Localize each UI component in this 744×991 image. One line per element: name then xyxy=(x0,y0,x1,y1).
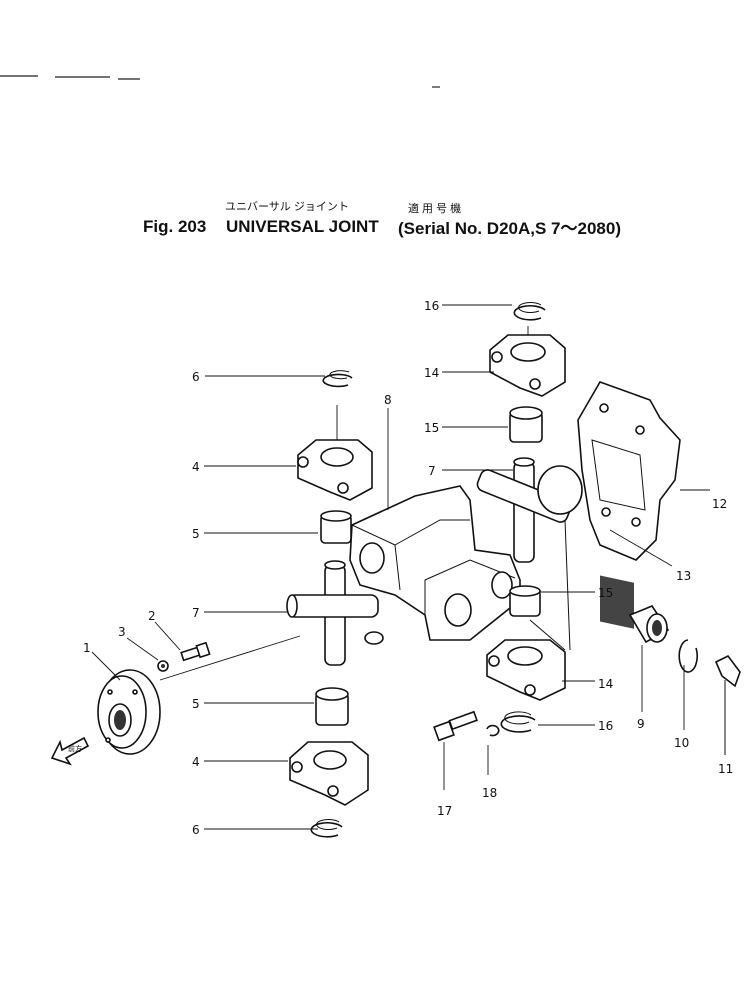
part-number-3: 3 xyxy=(118,625,126,639)
part-number-7-left: 7 xyxy=(192,606,200,620)
bearing-cup-5-top xyxy=(320,510,352,544)
part-number-labels: 1 2 3 4 4 5 5 6 6 7 7 8 9 10 11 12 13 14… xyxy=(83,299,733,837)
part-number-2: 2 xyxy=(148,609,156,623)
part-number-5-bottom: 5 xyxy=(192,697,200,711)
part-number-9: 9 xyxy=(637,717,645,731)
part-number-5-top: 5 xyxy=(192,527,200,541)
part-number-1: 1 xyxy=(83,641,91,655)
part-number-10: 10 xyxy=(674,736,689,750)
seal-13 xyxy=(529,465,583,651)
bolt-17 xyxy=(433,710,478,742)
japanese-applicable: 適 用 号 機 xyxy=(408,201,461,215)
part-number-6-top: 6 xyxy=(192,370,200,384)
housing-12 xyxy=(577,381,681,629)
flange-1 xyxy=(97,669,161,755)
bearing-cap-14-bottom xyxy=(486,639,566,701)
washer-3 xyxy=(157,660,169,672)
bearing-cap-4-bottom xyxy=(289,741,369,806)
lock-washer-18 xyxy=(486,724,500,737)
bearing-cup-5-bottom xyxy=(315,687,349,726)
snap-ring-10 xyxy=(678,639,698,673)
part-number-17: 17 xyxy=(437,804,452,818)
figure-title: UNIVERSAL JOINT xyxy=(226,217,379,236)
leader-lines xyxy=(91,304,710,830)
snap-ring-16-bottom xyxy=(500,711,536,733)
part-number-7-right: 7 xyxy=(428,464,436,478)
figure-number: Fig. 203 xyxy=(143,217,206,236)
grease-fitting-11 xyxy=(714,654,741,755)
snap-ring-16-top xyxy=(513,301,546,321)
part-number-12: 12 xyxy=(712,497,727,511)
bolt-2 xyxy=(180,641,211,662)
bearing-cap-14-top xyxy=(489,334,566,397)
yoke-body-8 xyxy=(349,485,521,641)
forward-arrow-label: 前方 xyxy=(68,744,82,753)
figure-header: ユニバーサル ジョイント 適 用 号 機 Fig. 203 UNIVERSAL … xyxy=(143,200,621,238)
part-number-4-bottom: 4 xyxy=(192,755,200,769)
serial-range: (Serial No. D20A,S 7～2080) xyxy=(398,219,621,238)
snap-ring-6-top xyxy=(322,370,353,388)
bearing-cup-15-bottom xyxy=(509,585,541,617)
bearing-cup-15-top xyxy=(509,406,543,443)
japanese-title: ユニバーサル ジョイント xyxy=(225,200,349,213)
part-number-16-top: 16 xyxy=(424,299,439,313)
part-number-13: 13 xyxy=(676,569,691,583)
part-number-14-top: 14 xyxy=(424,366,439,380)
part-number-15-bottom: 15 xyxy=(598,586,613,600)
part-number-4-top: 4 xyxy=(192,460,200,474)
scan-marks xyxy=(0,75,440,88)
part-number-16-bottom: 16 xyxy=(598,719,613,733)
spider-7-left xyxy=(286,560,384,666)
part-number-15-top: 15 xyxy=(424,421,439,435)
part-number-11: 11 xyxy=(718,762,733,776)
snap-ring-6-bottom xyxy=(310,818,343,838)
forward-arrow-icon: 前方 xyxy=(50,736,90,766)
part-number-14-bottom: 14 xyxy=(598,677,613,691)
part-number-18: 18 xyxy=(482,786,497,800)
bearing-9 xyxy=(628,605,670,644)
part-number-8: 8 xyxy=(384,393,392,407)
part-number-6-bottom: 6 xyxy=(192,823,200,837)
bearing-cap-4-top xyxy=(297,439,373,501)
